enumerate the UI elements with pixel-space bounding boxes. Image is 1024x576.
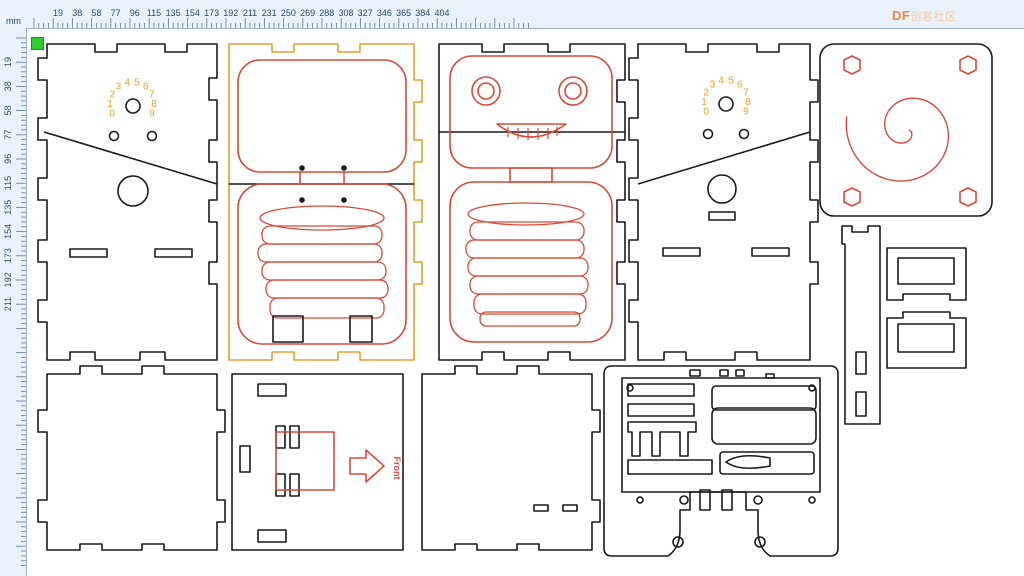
- ruler-top-label: 211: [243, 8, 257, 18]
- ruler-top-label: 365: [396, 8, 411, 18]
- panel-bottom-base[interactable]: [231, 373, 404, 551]
- ruler-top-label: 308: [338, 8, 353, 18]
- ruler-unit-label: mm: [6, 16, 21, 26]
- dial-digit: 6: [143, 82, 149, 93]
- dial-digit: 4: [124, 78, 130, 89]
- left-ruler-ticks: 19 38 58 77 96 115 135 154 173 192 211: [3, 37, 26, 566]
- front-engrave-label: Front: [392, 457, 402, 480]
- ruler-top-label: 58: [91, 8, 101, 18]
- ruler-left-label: 77: [3, 130, 13, 140]
- dial-digit: 0: [703, 106, 709, 117]
- dial-digit: 8: [745, 97, 751, 108]
- watermark-logo: DF创客社区: [892, 8, 956, 24]
- panel-front-coins[interactable]: [228, 43, 423, 361]
- ruler-left-label: 154: [3, 224, 13, 239]
- dial-digit: 9: [743, 106, 749, 117]
- dial-digit: 1: [701, 97, 707, 108]
- ruler-top-label: 173: [204, 8, 219, 18]
- ruler-top-label: 115: [147, 8, 161, 18]
- ruler-top: [0, 0, 1024, 29]
- ruler-top-label: 154: [185, 8, 200, 18]
- ruler-corner: mm: [0, 0, 26, 28]
- dial-digit: 5: [134, 78, 140, 89]
- spiral-engraving: [845, 97, 950, 182]
- dial-digit: 5: [728, 76, 734, 87]
- dial-digit: 1: [107, 99, 113, 110]
- ruler-top-label: 269: [300, 8, 315, 18]
- ruler-top-label: 346: [377, 8, 392, 18]
- ruler-top-label: 384: [415, 8, 430, 18]
- ruler-top-label: 38: [72, 8, 82, 18]
- ruler-left-label: 96: [3, 154, 13, 164]
- top-ruler-ticks: 19 38 58 77 96 115 135 154 173 192 211 231 250 269 288…: [33, 8, 529, 28]
- ruler-left-label: 135: [3, 200, 13, 215]
- ruler-top-label: 77: [111, 8, 121, 18]
- dial-digit: 3: [116, 82, 122, 93]
- dial-digit: 9: [149, 108, 155, 119]
- ruler-left-label: 173: [3, 248, 13, 263]
- ruler-left-label: 38: [3, 81, 13, 91]
- panel-bottom-3[interactable]: [421, 365, 601, 551]
- dial-digit: 6: [737, 80, 743, 91]
- dial-digit: 2: [109, 89, 115, 100]
- panel-top-spiral[interactable]: [819, 43, 993, 217]
- ruler-left-label: 192: [3, 272, 13, 287]
- panel-circuit-holder[interactable]: [603, 365, 839, 557]
- ruler-top-label: 192: [223, 8, 238, 18]
- watermark-text: 创客社区: [910, 11, 957, 23]
- ruler-top-label: 288: [319, 8, 334, 18]
- panel-bottom-1[interactable]: [37, 365, 226, 551]
- bracket-upper[interactable]: [886, 247, 967, 301]
- ruler-top-label: 135: [166, 8, 181, 18]
- ruler-left: [0, 28, 27, 576]
- ruler-top-label: 404: [434, 8, 449, 18]
- ruler-left-label: 19: [3, 57, 13, 67]
- ruler-top-label: 327: [358, 8, 373, 18]
- dial-digit: 7: [149, 89, 155, 100]
- ruler-left-label: 115: [3, 176, 13, 190]
- watermark-brand: DF: [892, 8, 911, 23]
- ruler-top-label: 231: [262, 8, 277, 18]
- ruler-top-label: 19: [53, 8, 63, 18]
- dial-digit: 2: [703, 87, 709, 98]
- panel-front-face[interactable]: [438, 43, 626, 361]
- panel-side-left[interactable]: [37, 43, 218, 361]
- ruler-left-label: 58: [3, 105, 13, 115]
- dial-digit: 3: [710, 80, 716, 91]
- ruler-top-label: 250: [281, 8, 296, 18]
- dial-digit: 0: [109, 108, 115, 119]
- ruler-top-label: 96: [130, 8, 140, 18]
- dial-digit: 7: [743, 87, 749, 98]
- dial-digit: 4: [718, 76, 724, 87]
- slot-strip[interactable]: [841, 225, 881, 425]
- bracket-lower[interactable]: [886, 311, 967, 369]
- panel-side-right[interactable]: [628, 43, 819, 361]
- ruler-left-label: 211: [3, 297, 13, 311]
- origin-marker[interactable]: [31, 37, 44, 50]
- dial-digit: 8: [151, 99, 157, 110]
